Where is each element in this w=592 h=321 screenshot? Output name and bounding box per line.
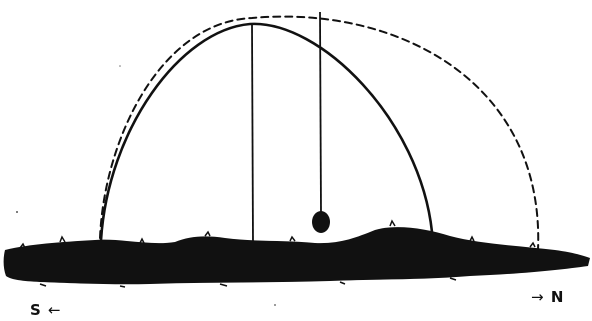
left-arrow-icon: ← (48, 301, 62, 319)
north-direction-label: → N (531, 288, 564, 306)
stray-mark (119, 65, 121, 67)
dashed-arc-vertical-line (320, 12, 321, 214)
stray-mark (16, 211, 18, 213)
south-letter: S (30, 301, 42, 319)
ground-horizon (4, 227, 590, 284)
right-arrow-icon: → (531, 288, 545, 306)
sun-dot (312, 211, 330, 233)
south-direction-label: S ← (30, 301, 62, 319)
solid-sun-path-arc (101, 24, 432, 240)
stray-mark (274, 304, 276, 306)
north-letter: N (551, 288, 565, 306)
solid-arc-vertical-line (252, 24, 253, 244)
